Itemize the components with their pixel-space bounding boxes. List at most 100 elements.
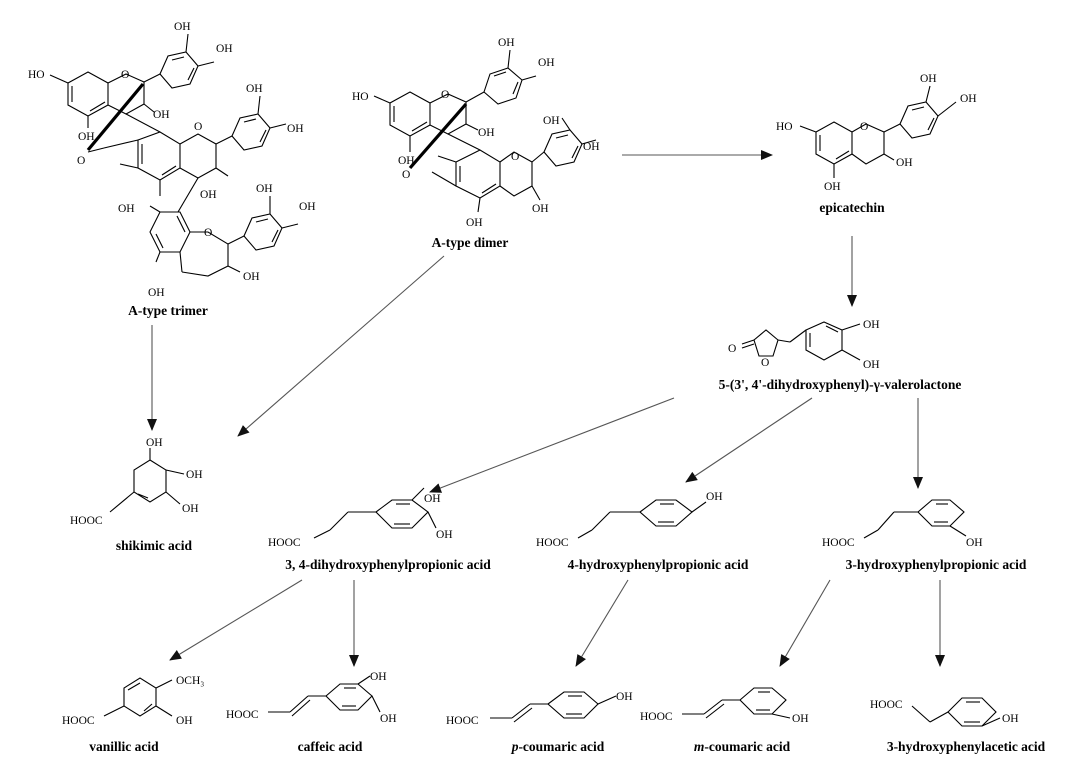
atom-label: OH [243, 271, 260, 283]
structure-a-type-trimer: OH OH HO O OH OH OH OH O O OH OH OH OH O… [28, 21, 316, 299]
atom-label: OH [863, 359, 880, 371]
ring-oxygen: O [194, 121, 202, 133]
structure-a-type-dimer: OH OH HO O OH OH OH OH O O OH OH [352, 37, 600, 229]
structure-shikimic-acid: OH OH OH HOOC [70, 437, 203, 527]
ring-oxygen: O [204, 227, 212, 239]
atom-label: OH [896, 157, 913, 169]
atom-label: HO [352, 91, 369, 103]
arrow-4-hppa-to-p-coumaric [575, 579, 629, 667]
structure-vanillic-acid: HOOC OCH₃ OH [62, 675, 204, 727]
atom-label: HOOC [870, 699, 903, 711]
structure-valerolactone: O O OH OH [728, 319, 880, 371]
atom-label: OH [246, 83, 263, 95]
structure-3-hydroxyphenylpropionic-acid: HOOC OH [822, 499, 983, 549]
atom-label: OH [583, 141, 600, 153]
atom-label: OH [380, 713, 397, 725]
structure-p-coumaric-acid: HOOC OH [446, 691, 633, 727]
atom-label: OH [200, 189, 217, 201]
atom-label: OH [498, 37, 515, 49]
atom-label: OH [466, 217, 483, 229]
ring-oxygen: O [761, 357, 769, 369]
atom-label: OH [478, 127, 495, 139]
arrow-valerolactone-to-4-hppa [685, 397, 813, 483]
atom-label: OH [118, 203, 135, 215]
atom-label: HOOC [446, 715, 479, 727]
atom-label: OH [960, 93, 977, 105]
atom-label: OH [543, 115, 560, 127]
label-a-type-dimer: A-type dimer [432, 235, 509, 250]
atom-label: OH [706, 491, 723, 503]
atom-label: OH [176, 715, 193, 727]
structure-caffeic-acid: HOOC OH OH [226, 671, 397, 725]
atom-label: HO [28, 69, 45, 81]
atom-label: OH [256, 183, 273, 195]
atom-label: OH [532, 203, 549, 215]
atom-label: HO [776, 121, 793, 133]
structure-3-4-dihydroxyphenylpropionic-acid: HOOC OH OH [268, 487, 453, 549]
atom-label: OH [863, 319, 880, 331]
label-suffix: -coumaric acid [518, 739, 604, 754]
label-m-coumaric-acid: m-coumaric acid [694, 739, 791, 754]
label-a-type-trimer: A-type trimer [128, 303, 208, 318]
arrow-valerolactone-to-3-4-dhppa [429, 397, 675, 493]
atom-label: OH [1002, 713, 1019, 725]
ring-oxygen: O [441, 89, 449, 101]
atom-label: OH [299, 201, 316, 213]
ring-oxygen: O [402, 169, 410, 181]
atom-label: OH [146, 437, 163, 449]
ring-oxygen: O [860, 121, 868, 133]
atom-label: HOOC [640, 711, 673, 723]
atom-label: OH [78, 131, 95, 143]
atom-label: HOOC [536, 537, 569, 549]
atom-label: OH [370, 671, 387, 683]
arrow-dimer-to-shikimic [237, 255, 445, 437]
label-prefix: p [511, 739, 519, 754]
atom-label: HOOC [822, 537, 855, 549]
structure-m-coumaric-acid: HOOC OH [640, 687, 809, 725]
label-valerolactone: 5-(3', 4'-dihydroxyphenyl)-γ-valerolacto… [719, 377, 962, 392]
atom-label: OH [792, 713, 809, 725]
label-shikimic-acid: shikimic acid [116, 538, 193, 553]
atom-label: OH [424, 493, 441, 505]
label-4-hppa: 4-hydroxyphenylpropionic acid [568, 557, 749, 572]
label-3-4-dhppa: 3, 4-dihydroxyphenylpropionic acid [285, 557, 491, 572]
carbonyl-oxygen: O [728, 343, 736, 355]
label-vanillic-acid: vanillic acid [89, 739, 159, 754]
ring-oxygen: O [511, 151, 519, 163]
methoxy-group: OCH₃ [176, 675, 204, 687]
atom-label: OH [153, 109, 170, 121]
arrow-3-4-dhppa-to-vanillic [169, 579, 303, 661]
atom-label: OH [174, 21, 191, 33]
ring-oxygen: O [121, 69, 129, 81]
structure-epicatechin: OH OH HO O OH OH [776, 73, 977, 193]
atom-label: HOOC [268, 537, 301, 549]
atom-label: OH [398, 155, 415, 167]
atom-label: OH [616, 691, 633, 703]
atom-label: HOOC [62, 715, 95, 727]
label-epicatechin: epicatechin [819, 200, 885, 215]
atom-label: HOOC [70, 515, 103, 527]
label-3-hppa: 3-hydroxyphenylpropionic acid [846, 557, 1027, 572]
atom-label: OH [966, 537, 983, 549]
atom-label: OH [287, 123, 304, 135]
label-caffeic-acid: caffeic acid [298, 739, 363, 754]
atom-label: OH [538, 57, 555, 69]
label-p-coumaric-acid: p-coumaric acid [511, 739, 605, 754]
atom-label: OH [148, 287, 165, 299]
structure-4-hydroxyphenylpropionic-acid: HOOC OH [536, 491, 723, 549]
atom-label: HOOC [226, 709, 259, 721]
atom-label: OH [216, 43, 233, 55]
label-prefix: m [694, 739, 705, 754]
atom-label: OH [920, 73, 937, 85]
atom-label: OH [186, 469, 203, 481]
arrow-3-hppa-to-m-coumaric [779, 579, 831, 667]
structure-3-hydroxyphenylacetic-acid: HOOC OH [870, 697, 1019, 727]
atom-label: OH [824, 181, 841, 193]
atom-label: OH [182, 503, 199, 515]
ring-oxygen: O [77, 155, 85, 167]
label-3-hppaa: 3-hydroxyphenylacetic acid [887, 739, 1046, 754]
atom-label: OH [436, 529, 453, 541]
label-suffix: -coumaric acid [704, 739, 790, 754]
